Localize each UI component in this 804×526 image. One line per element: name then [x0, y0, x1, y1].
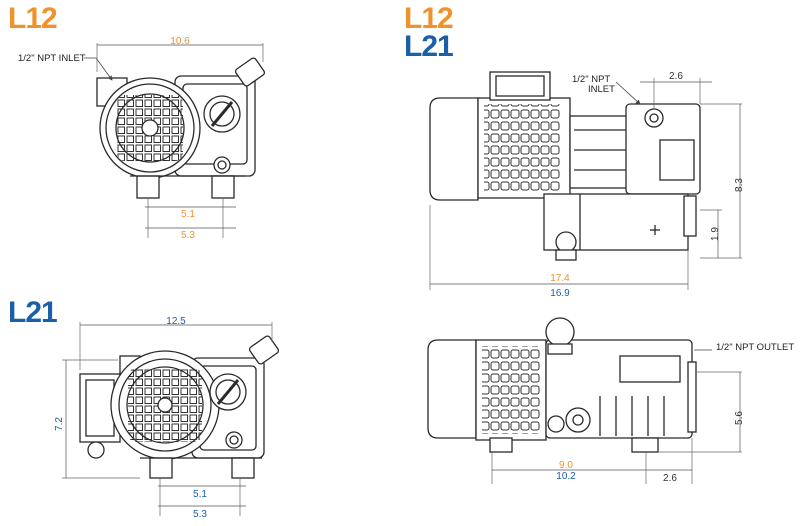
- title-l12-side: L12: [404, 2, 454, 35]
- dim-l12-base-inner: 5.1: [181, 209, 195, 220]
- dim-foot-height: 1.9: [710, 227, 721, 241]
- title-l12-front: L12: [8, 2, 58, 35]
- dim-l12-width: 10.6: [170, 36, 190, 47]
- dim-side-bottom-l12: 9.0: [559, 460, 573, 471]
- dim-l21-base-inner: 5.1: [193, 489, 207, 500]
- dim-side-height: 8.3: [734, 178, 745, 192]
- dim-l21-width: 12.5: [166, 316, 186, 327]
- inlet-label-side-2: INLET: [588, 84, 615, 95]
- dim-side-bottom-height: 5.6: [734, 411, 745, 425]
- l12-front-view: [84, 43, 266, 238]
- inlet-label-l12-front: 1/2" NPT INLET: [18, 53, 86, 64]
- title-l21-front: L21: [8, 296, 58, 329]
- outlet-label: 1/2" NPT OUTLET: [716, 342, 794, 353]
- inlet-label-side-1: 1/2" NPT: [572, 74, 610, 85]
- dim-inlet-offset: 2.6: [669, 71, 683, 82]
- dim-l21-height: 7.2: [54, 417, 65, 431]
- dim-length-l21: 16.9: [550, 288, 570, 299]
- side-view-bottom: [427, 317, 742, 484]
- dim-l21-base-outer: 5.3: [193, 509, 207, 520]
- dim-l12-base-outer: 5.3: [181, 230, 195, 241]
- l21-front-view: [62, 322, 280, 516]
- dim-length-l12: 17.4: [550, 273, 570, 284]
- dim-side-bottom-l21: 10.2: [556, 471, 576, 482]
- side-view-top: [429, 71, 742, 290]
- dim-outlet-offset: 2.6: [663, 473, 677, 484]
- title-l21-side: L21: [404, 30, 454, 63]
